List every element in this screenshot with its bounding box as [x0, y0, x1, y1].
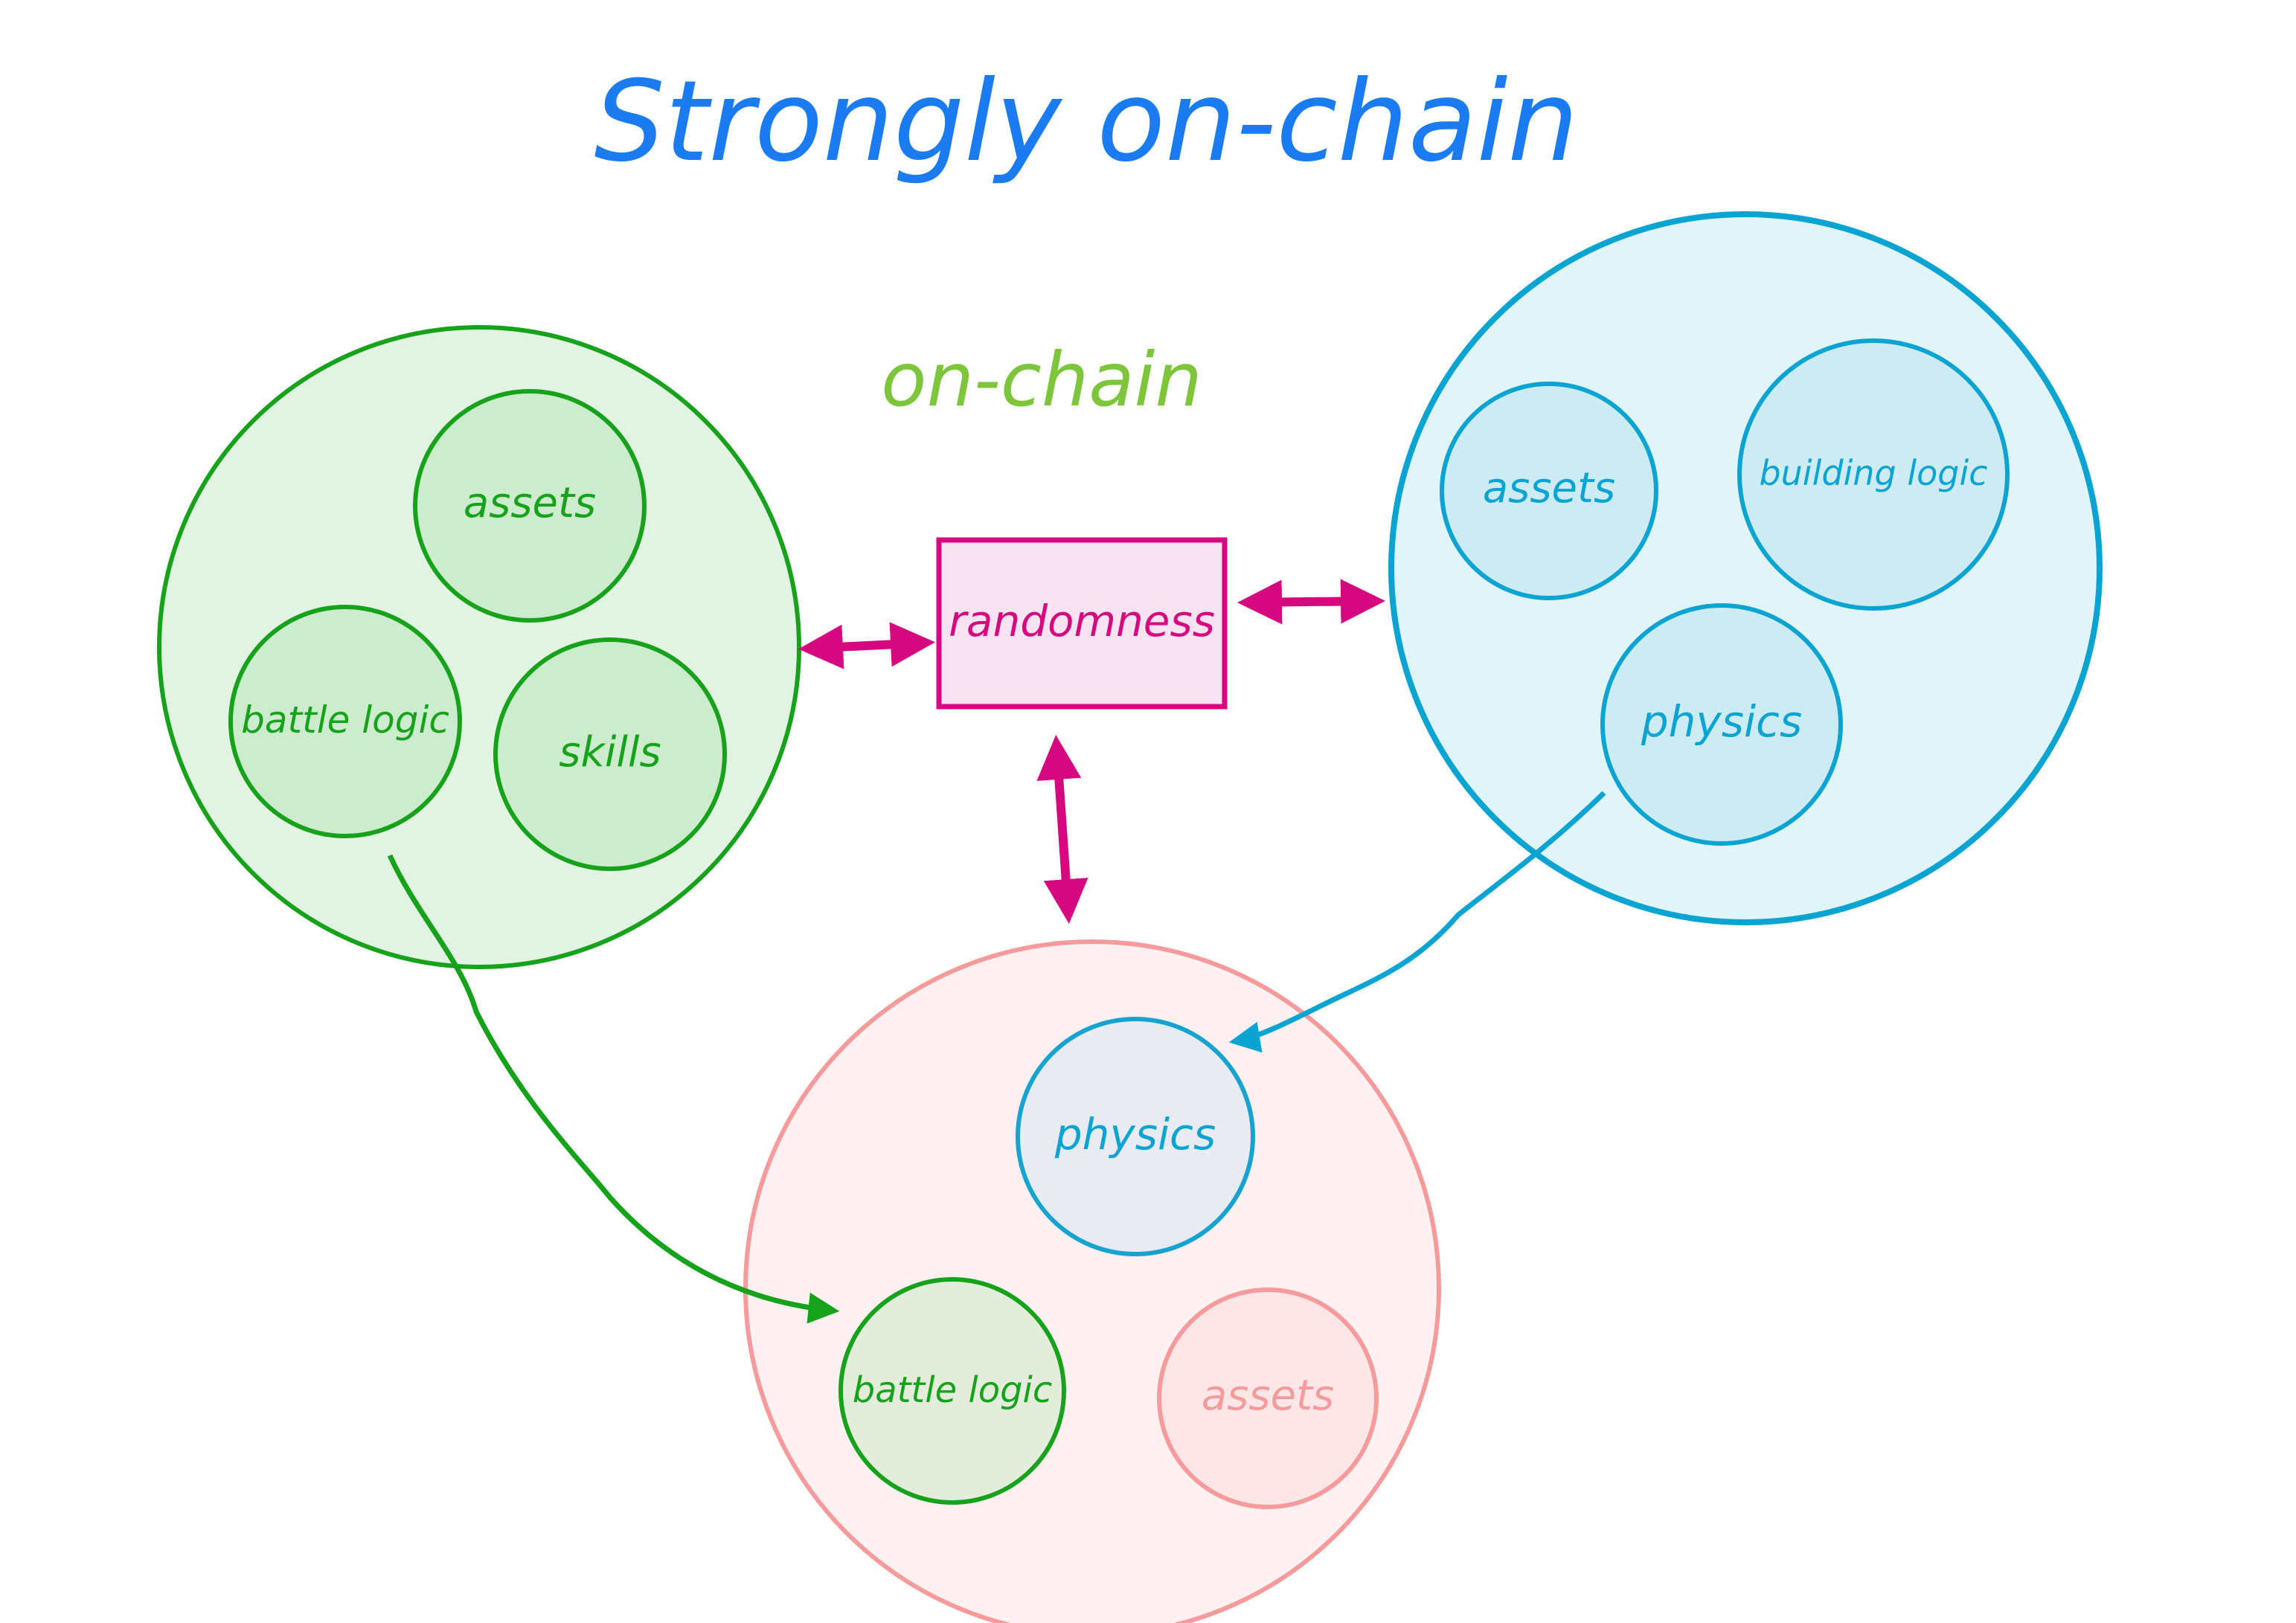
on-chain-label: on-chain: [881, 336, 1202, 423]
left-assets-node: assets: [413, 389, 647, 623]
svg-text:physics: physics: [1054, 1109, 1216, 1160]
left-skills-node: skills: [493, 637, 727, 871]
right-building-logic-node: building logic: [1737, 338, 2010, 611]
svg-text:battle logic: battle logic: [853, 1369, 1053, 1411]
svg-text:randomness: randomness: [949, 596, 1215, 646]
randomness-box: randomness: [936, 537, 1228, 710]
diagram-title: Strongly on-chain: [594, 57, 1578, 187]
bottom-assets-node: assets: [1157, 1288, 1379, 1509]
svg-text:assets: assets: [464, 479, 596, 527]
bottom-cluster: physics battle logic assets: [743, 939, 1441, 1623]
right-cluster: assets building logic physics: [1388, 211, 2103, 925]
left-cluster: assets battle logic skills: [157, 325, 801, 969]
svg-text:battle logic: battle logic: [241, 698, 449, 742]
bottom-physics-node: physics: [1016, 1017, 1255, 1256]
battle-logic-connector: [387, 854, 840, 1324]
left-double-arrow: [798, 622, 935, 669]
svg-text:skills: skills: [559, 728, 661, 777]
left-battle-logic-node: battle logic: [228, 605, 462, 838]
down-double-arrow: [1036, 735, 1088, 924]
right-assets-node: assets: [1440, 382, 1658, 600]
bottom-battle-logic-node: battle logic: [838, 1277, 1066, 1505]
physics-connector: [1228, 791, 1606, 1053]
right-double-arrow: [1237, 579, 1385, 625]
svg-text:assets: assets: [1483, 464, 1615, 512]
svg-text:physics: physics: [1641, 696, 1802, 747]
svg-text:assets: assets: [1202, 1372, 1334, 1420]
svg-text:building logic: building logic: [1759, 453, 1987, 493]
right-physics-node: physics: [1600, 603, 1843, 846]
